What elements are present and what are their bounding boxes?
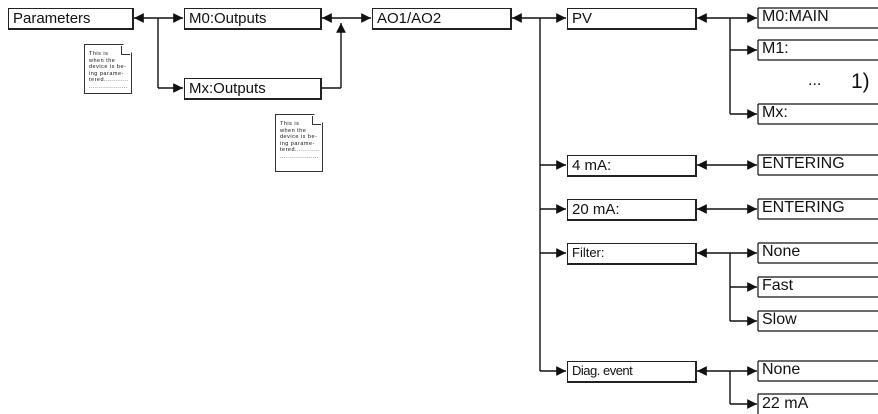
node-ao: AO1/AO2 [372,8,512,30]
node-diag-none: None [762,361,801,378]
node-4ma: 4 mA: [567,155,697,177]
node-filter-none: None [762,243,801,260]
node-filter-slow: Slow [762,311,797,328]
node-m0-outputs: M0:Outputs [184,8,322,30]
note-line: when the [280,127,307,134]
node-m0-main: M0:MAIN [762,8,829,25]
note-line: ing parame- [280,140,315,147]
note-document-icon: This is when the device is be- ing param… [84,44,132,94]
node-filter-fast: Fast [762,277,794,294]
node-parameters: Parameters [8,8,134,30]
node-diag-event: Diag. event [567,361,697,383]
node-diag-22ma: 22 mA [762,395,809,412]
note-line: This is [280,121,300,127]
node-pv: PV [567,8,697,30]
note-document-icon: This is when the device is be- ing param… [275,114,323,172]
note-line: tered............ [280,147,319,153]
note-line: This is [89,51,109,57]
note-line: ....................... [89,83,128,90]
node-entering-20: ENTERING [762,199,845,216]
note-line: device is be- [89,64,127,70]
footnote-marker: 1) [851,70,870,93]
note-line: ing parame- [89,70,124,77]
node-20ma: 20 mA: [567,199,697,221]
node-mx: Mx: [762,104,788,121]
note-line: when the [89,57,116,64]
note-line: tered............ [89,77,128,83]
node-entering-4: ENTERING [762,155,845,172]
note-line: device is be- [280,134,318,140]
node-filter: Filter: [567,243,697,265]
node-mx-outputs: Mx:Outputs [184,78,322,100]
note-line: ....................... [280,153,319,160]
node-m1: M1: [762,40,789,57]
ellipsis: ... [808,72,822,89]
